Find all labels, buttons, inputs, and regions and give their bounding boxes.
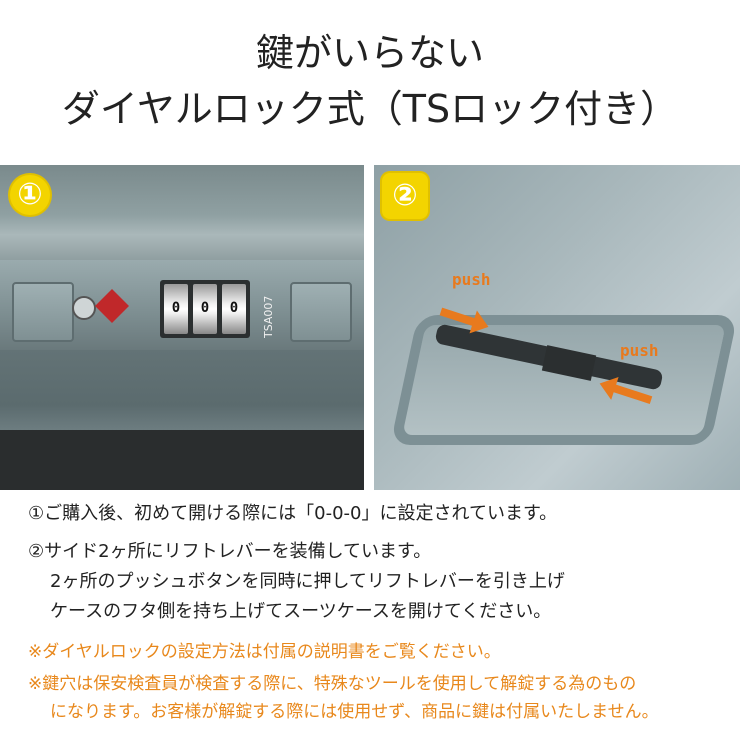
push-label-left: push	[452, 270, 491, 289]
lift-lever-photo: push push ②	[374, 165, 740, 490]
badge-2: ②	[382, 173, 428, 219]
instruction-1: ①ご購入後、初めて開ける際には「0-0-0」に設定されています。	[28, 503, 558, 524]
instruction-3: 2ヶ所のプッシュボタンを同時に押してリフトレバーを引き上げ	[50, 571, 565, 592]
note-2: ※鍵穴は保安検査員が検査する際に、特殊なツールを使用して解錠する為のもの	[28, 674, 637, 694]
dial-3: 0	[222, 284, 246, 334]
case-edge	[0, 430, 364, 490]
lock-photo: 0 0 0 TSA007 ①	[0, 165, 364, 490]
instruction-2: ②サイド2ヶ所にリフトレバーを装備しています。	[28, 541, 432, 562]
keyhole-icon	[72, 296, 96, 320]
note-1: ※ダイヤルロックの設定方法は付属の説明書をご覧ください。	[28, 642, 501, 662]
lock-panel: 0 0 0 TSA007	[0, 260, 364, 350]
instruction-4: ケースのフタ側を持ち上げてスーツケースを開けてください。	[50, 601, 552, 622]
dial-1: 0	[164, 284, 188, 334]
note-3: になります。お客様が解錠する際には使用せず、商品に鍵は付属いたしません。	[50, 702, 659, 722]
push-label-right: push	[620, 341, 659, 360]
tsa-label: TSA007	[262, 295, 275, 338]
combination-dials: 0 0 0	[160, 280, 250, 338]
badge-1: ①	[10, 175, 50, 215]
title-line-1: 鍵がいらない	[255, 31, 484, 75]
dial-2: 0	[193, 284, 217, 334]
right-latch	[290, 282, 352, 342]
left-latch	[12, 282, 74, 342]
tsa-diamond-icon	[95, 289, 129, 323]
title-line-2: ダイヤルロック式（TSロック付き）	[61, 87, 679, 131]
